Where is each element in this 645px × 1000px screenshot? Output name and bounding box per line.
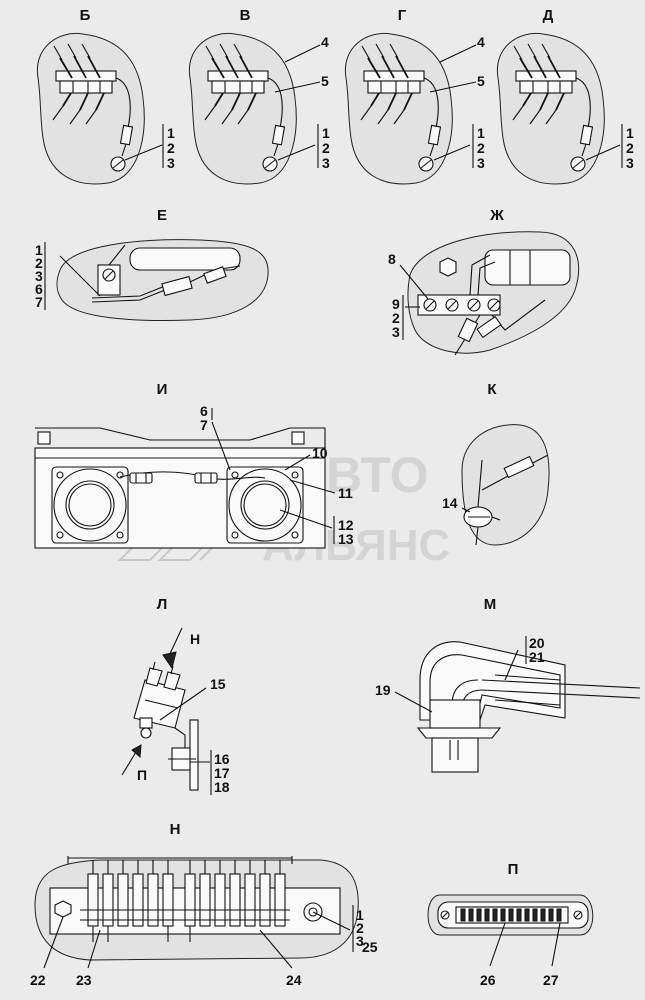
- connector-pins: [460, 908, 562, 922]
- view-l-label-16: 16: [214, 751, 230, 767]
- view-l-arrow-n: Н: [190, 631, 200, 647]
- view-d-title: Д: [543, 7, 554, 24]
- view-i-label-6: 6: [200, 403, 208, 419]
- view-p-title: П: [508, 861, 519, 878]
- view-g-label-5: 5: [477, 73, 485, 89]
- view-l-arrow-p: П: [137, 767, 147, 783]
- view-v: В 4 5 1 2 3: [188, 7, 330, 185]
- view-p-label-27: 27: [543, 972, 559, 988]
- view-m-label-19: 19: [375, 682, 391, 698]
- view-b-label-2: 2: [167, 140, 175, 156]
- fuse-terminals: [80, 860, 290, 942]
- view-e: Е 1 2 3 6 7: [35, 207, 269, 321]
- view-g-label-3: 3: [477, 155, 485, 171]
- view-i-label-12: 12: [338, 517, 354, 533]
- view-n-label-22: 22: [30, 972, 46, 988]
- view-k-title: К: [487, 381, 497, 398]
- view-n: Н: [30, 821, 378, 988]
- view-n-title: Н: [170, 821, 181, 838]
- view-v-label-1: 1: [322, 125, 330, 141]
- view-zh: Ж 8 9 2 3: [388, 207, 580, 356]
- view-i: И 6 7 10 11 12 13: [34, 381, 354, 549]
- view-d: Д 1 2 3: [496, 7, 634, 185]
- view-i-label-11: 11: [338, 485, 353, 501]
- view-p: П 26 27: [427, 861, 594, 988]
- view-i-label-7: 7: [200, 417, 208, 433]
- view-g-title: Г: [398, 7, 407, 24]
- view-i-title: И: [157, 381, 168, 398]
- view-e-label-7: 7: [35, 294, 43, 310]
- view-g-label-4: 4: [477, 34, 485, 50]
- view-i-label-10: 10: [312, 445, 328, 461]
- view-n-label-2: 2: [356, 920, 364, 936]
- view-g-label-1: 1: [477, 125, 485, 141]
- view-l-label-15: 15: [210, 676, 226, 692]
- view-b: Б 1 2 3: [36, 7, 175, 185]
- view-l-label-17: 17: [214, 765, 230, 781]
- view-l-title: Л: [157, 596, 168, 613]
- view-zh-label-8: 8: [388, 251, 396, 267]
- view-v-label-2: 2: [322, 140, 330, 156]
- view-v-label-3: 3: [322, 155, 330, 171]
- view-m-label-21: 21: [529, 649, 545, 665]
- view-v-label-5: 5: [321, 73, 329, 89]
- view-k: К 14: [442, 381, 550, 546]
- view-g-label-2: 2: [477, 140, 485, 156]
- view-l-label-18: 18: [214, 779, 230, 795]
- view-zh-label-9: 9: [392, 296, 400, 312]
- view-e-label-2: 2: [35, 255, 43, 271]
- view-k-label-14: 14: [442, 495, 458, 511]
- view-e-label-3: 3: [35, 268, 43, 284]
- view-zh-title: Ж: [489, 207, 504, 224]
- view-b-label-3: 3: [167, 155, 175, 171]
- view-e-title: Е: [157, 207, 167, 224]
- view-m-title: М: [484, 596, 497, 613]
- view-n-label-23: 23: [76, 972, 92, 988]
- view-e-label-1: 1: [35, 242, 43, 258]
- view-l: Л Н П 15 16 17 18: [121, 596, 230, 795]
- view-zh-label-2: 2: [392, 310, 400, 326]
- view-d-label-1: 1: [626, 125, 634, 141]
- view-m: М 19 20 21: [375, 596, 641, 773]
- view-n-label-1: 1: [356, 907, 364, 923]
- view-d-label-2: 2: [626, 140, 634, 156]
- view-m-label-20: 20: [529, 635, 545, 651]
- view-e-label-6: 6: [35, 281, 43, 297]
- view-zh-label-3: 3: [392, 324, 400, 340]
- view-b-title: Б: [80, 7, 91, 24]
- view-n-label-25: 25: [362, 939, 378, 955]
- view-i-label-13: 13: [338, 531, 354, 547]
- view-g: Г 4 5 1 2 3: [344, 7, 485, 185]
- view-d-label-3: 3: [626, 155, 634, 171]
- view-v-title: В: [240, 7, 251, 24]
- view-b-label-1: 1: [167, 125, 175, 141]
- view-n-label-24: 24: [286, 972, 302, 988]
- view-p-label-26: 26: [480, 972, 496, 988]
- view-n-label-3: 3: [356, 933, 364, 949]
- view-v-label-4: 4: [321, 34, 329, 50]
